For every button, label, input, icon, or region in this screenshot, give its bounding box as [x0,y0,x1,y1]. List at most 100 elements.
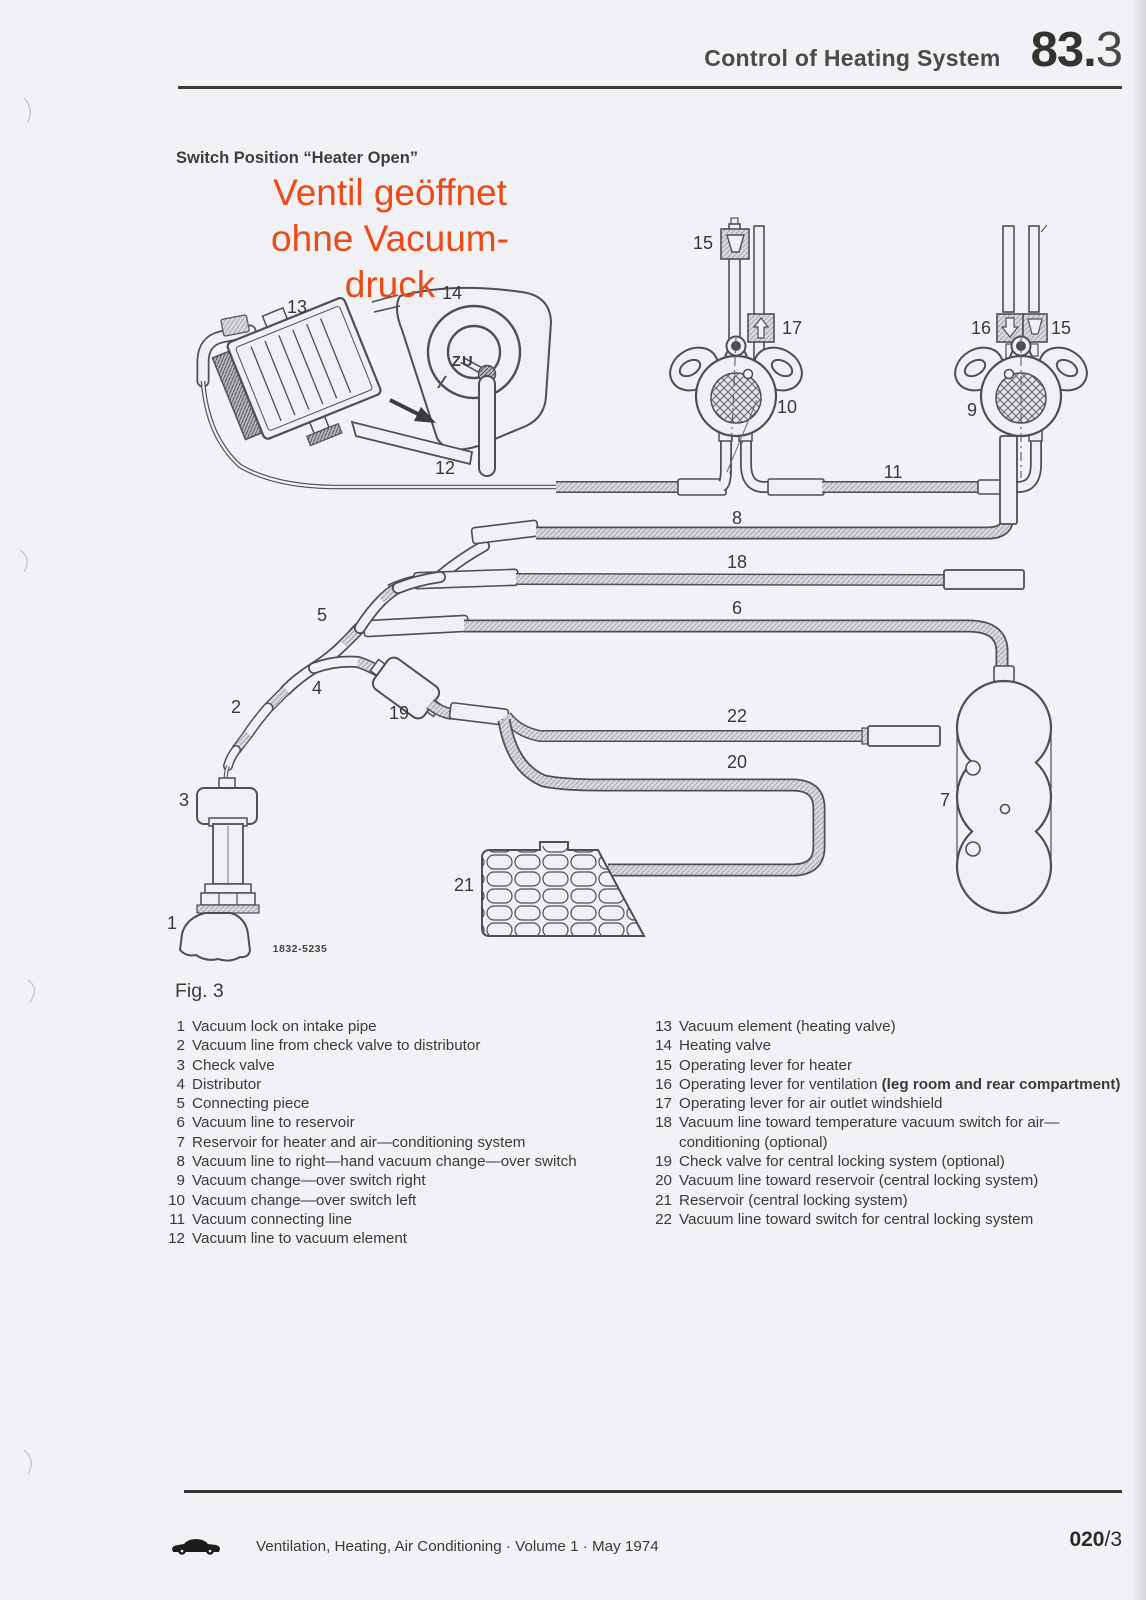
legend-item-text: Vacuum line toward reservoir (central lo… [679,1172,1039,1190]
callouts: 13 14 15 17 16 15 10 9 12 11 8 18 6 22 2… [167,233,1071,955]
callout-1: 1 [167,913,177,933]
legend-item-number: 7 [176,1133,185,1151]
switch-position-subtitle: Switch Position “Heater Open” [176,149,419,167]
callout-15-left: 15 [693,233,713,253]
footer-rule [184,1490,1122,1494]
handwritten-annotation: Ventil geöffnet ohne Vacuum- druck [232,170,548,308]
legend-item-text: Vacuum connecting line [192,1210,353,1228]
legend-item-text: Check valve for central locking system (… [679,1153,1005,1171]
page-title: Control of Heating System [704,45,1001,71]
legend-item: 17 Operating lever for air outlet windshi… [645,1094,1140,1113]
callout-21: 21 [454,875,474,895]
reservoir-21 [481,841,646,937]
legend-item-number: 4 [176,1075,185,1093]
vacuum-line-18 [387,568,1025,596]
heating-valve-14: ZU [350,286,553,477]
callout-16: 16 [971,318,991,338]
valve-position-marking: ZU [452,354,474,370]
legend-item: 18 Vacuum line toward temperature vacuum … [645,1113,1140,1132]
distributor-branch-tree [223,571,941,877]
legend-item-number [645,1133,672,1152]
legend-item-text: Vacuum line toward temperature vacuum sw… [679,1114,1060,1132]
vacuum-changeover-switch-10 [669,335,803,475]
callout-12: 12 [435,458,455,478]
publication-line: Ventilation, Heating, Air Conditioning ·… [256,1538,659,1555]
legend-item-text: Check valve [192,1056,275,1074]
vacuum-line-6 [347,614,1009,668]
legend-item: 4 Distributor [158,1075,636,1094]
legend-item-number: 12 [168,1230,185,1248]
legend-item-number: 5 [176,1095,185,1113]
legend-item-text: Connecting piece [192,1095,310,1113]
legend-item: 5 Connecting piece [158,1094,636,1113]
callout-13: 13 [287,297,307,317]
legend-item: conditioning (optional) [645,1133,1140,1152]
legend-item-number: 17 [655,1095,672,1113]
legend-item-text: Vacuum line to reservoir [192,1114,355,1132]
vacuum-line-12 [196,314,732,496]
legend-item-text: Reservoir for heater and air—conditionin… [192,1133,526,1151]
flow-arrow-icon [389,398,436,423]
callout-7: 7 [940,790,950,810]
operating-levers-right-switch [996,224,1048,359]
legend-item-number: 18 [655,1114,672,1132]
callout-3: 3 [179,790,189,810]
callout-10: 10 [777,397,797,417]
annotation-line-2: ohne Vacuum- [271,218,509,259]
legend-item-number: 22 [655,1210,672,1228]
vacuum-changeover-switch-9 [954,335,1088,478]
page-number-bold: 020 [1069,1528,1105,1551]
callout-15-right: 15 [1051,318,1071,338]
legend-item-text: Distributor [192,1075,262,1093]
legend-item-number: 19 [655,1153,672,1171]
car-icon [170,1536,222,1561]
callout-9: 9 [967,400,977,420]
legend-item-number: 11 [169,1210,185,1228]
legend-item: 11 Vacuum connecting line [158,1210,636,1229]
legend-item-number: 10 [168,1191,185,1209]
legend-item-number: 13 [655,1018,672,1035]
legend-item-text: Operating lever for air outlet windshiel… [679,1095,943,1113]
header-rule [178,86,1122,90]
legend-item-text: Vacuum line from check valve to distribu… [192,1037,481,1055]
legend-item-number: 20 [655,1172,672,1190]
page-number-suffix: /3 [1104,1528,1122,1551]
legend-item-text: Vacuum change—over switch right [192,1172,426,1190]
callout-14: 14 [442,283,462,303]
legend-item: 7 Reservoir for heater and air—conditioni… [158,1133,636,1152]
callout-18: 18 [727,552,747,572]
scan-edge-shade [1132,0,1146,1600]
section-number-bold: 83. [1030,23,1097,77]
vacuum-element-13 [211,296,382,447]
callout-5: 5 [317,605,327,625]
callout-22: 22 [727,706,747,726]
legend-item: 19 Check valve for central locking system… [645,1152,1140,1171]
annotation-line-1: Ventil geöffnet [273,172,507,213]
legend-item-number: 1 [176,1018,185,1035]
legend-item-text: Reservoir (central locking system) [679,1191,908,1209]
reservoir-7 [955,665,1053,915]
callout-19: 19 [389,703,409,723]
legend-item-text: Operating lever for heater [679,1056,853,1074]
legend-item-number: 8 [176,1153,185,1171]
drawing-number: 1832-5235 [273,943,328,955]
legend-item: 20 Vacuum line toward reservoir (central … [645,1171,1140,1190]
callout-17: 17 [782,318,802,338]
legend-item-text: Heating valve [679,1037,772,1055]
annotation-line-3: druck [344,264,436,305]
callout-4: 4 [312,678,322,698]
page-number: 020/3 [1069,1528,1122,1552]
